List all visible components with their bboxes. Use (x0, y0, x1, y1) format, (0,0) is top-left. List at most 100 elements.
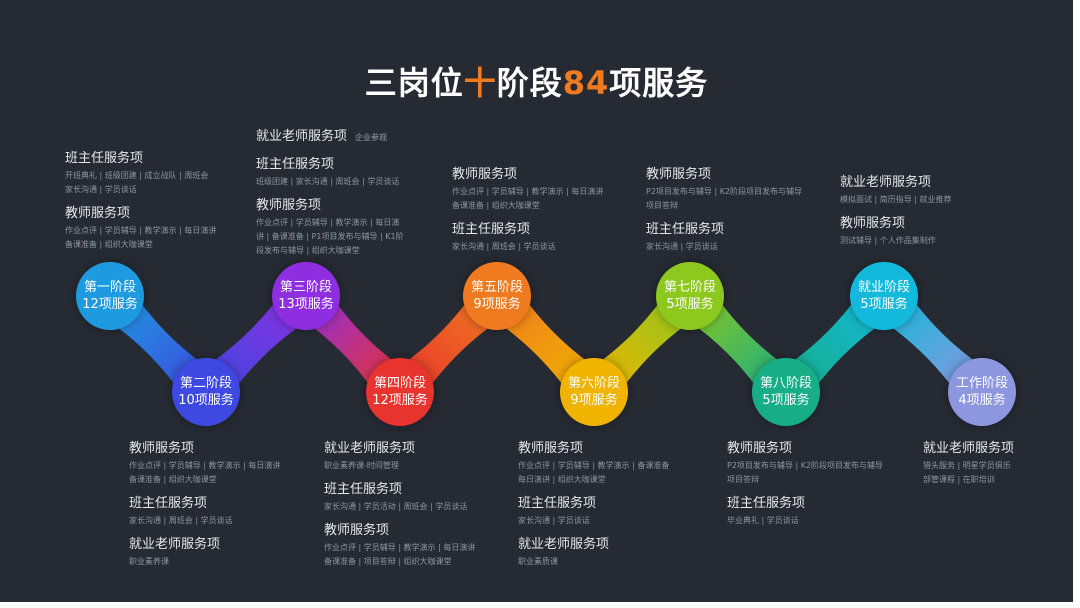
service-block-1: 班主任服务项开班典礼 | 班级团建 | 成立战队 | 周班会家长沟通 | 学员谈… (65, 150, 250, 260)
stage-count: 4项服务 (958, 393, 1006, 408)
service-block-4: 就业老师服务项职业素养课-时间管理班主任服务项家长沟通 | 学员活动 | 周班会… (324, 440, 509, 577)
service-group-title: 教师服务项 (840, 216, 906, 231)
service-items: 班级团建 | 家长沟通 | 周班会 | 学员谈话 (256, 177, 400, 186)
service-block-6: 教师服务项作业点评 | 学员辅导 | 教学演示 | 备课准备每日演讲 | 组织大… (518, 440, 703, 577)
service-group-title: 就业老师服务项 (840, 175, 932, 190)
stage-count: 9项服务 (570, 393, 618, 408)
service-items: P2项目发布与辅导 | K2阶段项目发布与辅导 (646, 187, 803, 196)
service-group: 就业老师服务项职业素养课-时间管理 (324, 440, 509, 472)
title-part-1: 三岗位 (364, 64, 464, 102)
service-group: 教师服务项作业点评 | 学员辅导 | 教学演示 | 每日演讲备课准备 | 组织大… (452, 166, 637, 212)
service-group: 班主任服务项毕业典礼 | 学员谈话 (727, 495, 912, 527)
service-group: 教师服务项作业点评 | 学员辅导 | 教学演示 | 备课准备每日演讲 | 组织大… (518, 440, 703, 486)
stage-name: 第八阶段 (759, 376, 812, 391)
stage-count: 5项服务 (666, 297, 714, 312)
service-group: 教师服务项 P2项目发布与辅导 | K2阶段项目发布与辅导项目答辩 (646, 166, 831, 212)
service-items: 项目答辩 (727, 475, 759, 484)
title-part-3: 项服务 (609, 64, 709, 102)
stage-name: 第五阶段 (470, 280, 523, 295)
service-items: 职业素养课 (129, 557, 169, 566)
service-group: 班主任服务项家长沟通 | 周班会 | 学员谈话 (452, 221, 637, 253)
service-group: 班主任服务项家长沟通 | 学员谈话 (518, 495, 703, 527)
stage-count: 13项服务 (278, 297, 334, 312)
stage-node-2: 第二阶段 10项服务 (172, 358, 240, 426)
service-group: 班主任服务项家长沟通 | 学员谈话 (646, 221, 831, 253)
service-block-7: 教师服务项 P2项目发布与辅导 | K2阶段项目发布与辅导项目答辩班主任服务项家长… (646, 166, 831, 262)
service-items: 备课准备 | 组织大咖课堂 (129, 475, 217, 484)
service-group-title: 班主任服务项 (129, 496, 208, 511)
service-group-title: 班主任服务项 (518, 496, 597, 511)
service-group-title: 教师服务项 (129, 441, 195, 456)
service-group-title: 班主任服务项 (65, 151, 144, 166)
service-group-title: 教师服务项 (452, 167, 518, 182)
service-items: 备课准备 | 组织大咖课堂 (65, 240, 153, 249)
service-group: 教师服务项作业点评 | 学员辅导 | 教学演示 | 每日演讲备课准备 | 项目答… (324, 522, 509, 568)
service-block-5: 教师服务项作业点评 | 学员辅导 | 教学演示 | 每日演讲备课准备 | 组织大… (452, 166, 637, 262)
stage-count: 5项服务 (860, 297, 908, 312)
stage-node-4: 第四阶段 12项服务 (366, 358, 434, 426)
stage-name: 第六阶段 (567, 376, 620, 391)
service-items: 模拟面试 | 简历指导 | 就业推荐 (840, 195, 952, 204)
service-items: 家长沟通 | 学员谈话 (646, 242, 718, 251)
service-items: 作业点评 | 学员辅导 | 教学演示 | 每日演讲 (452, 187, 604, 196)
service-group-title: 就业老师服务项 (324, 441, 416, 456)
service-group-title: 教师服务项 (646, 167, 712, 182)
service-items: 毕业典礼 | 学员谈话 (727, 516, 799, 525)
service-block-10: 就业老师服务项猎头服务 | 明星学员俱乐部管课程 | 在职培训 (923, 440, 1073, 495)
service-group: 教师服务项作业点评 | 学员辅导 | 教学演示 | 每日演讲备课准备 | 组织大… (65, 205, 250, 251)
service-items: 作业点评 | 学员辅导 | 教学演示 | 每日演讲 (129, 461, 281, 470)
service-group: 就业老师服务项职业素养课 (129, 536, 314, 568)
service-group: 班主任服务项班级团建 | 家长沟通 | 周班会 | 学员谈话 (256, 156, 441, 188)
title-number: 84 (562, 64, 610, 102)
stage-node-10: 工作阶段 4项服务 (948, 358, 1016, 426)
stage-name: 工作阶段 (955, 376, 1008, 391)
service-items: 作业点评 | 学员辅导 | 教学演示 | 每日演 (256, 218, 400, 227)
service-group: 就业老师服务项职业素质课 (518, 536, 703, 568)
service-group-title: 就业老师服务项企业参观 (256, 129, 388, 144)
stage-count: 9项服务 (473, 297, 521, 312)
stage-node-5: 第五阶段 9项服务 (463, 262, 531, 330)
stage-count: 10项服务 (178, 393, 234, 408)
page-title: 三岗位十阶段84项服务 (0, 58, 1073, 104)
stage-name: 第四阶段 (373, 376, 426, 391)
stage-name: 第七阶段 (663, 280, 716, 295)
service-items: 部管课程 | 在职培训 (923, 475, 995, 484)
title-highlight: 十 (463, 64, 497, 102)
service-group-title: 教师服务项 (324, 523, 390, 538)
stage-node-3: 第三阶段 13项服务 (272, 262, 340, 330)
stage-node-7: 第七阶段 5项服务 (656, 262, 724, 330)
service-group: 教师服务项 P2项目发布与辅导 | K2阶段项目发布与辅导项目答辩 (727, 440, 912, 486)
service-block-3: 就业老师服务项企业参观班主任服务项班级团建 | 家长沟通 | 周班会 | 学员谈… (256, 128, 441, 266)
service-group: 就业老师服务项猎头服务 | 明星学员俱乐部管课程 | 在职培训 (923, 440, 1073, 486)
service-group: 教师服务项作业点评 | 学员辅导 | 教学演示 | 每日演讲 | 备课准备 | … (256, 197, 441, 257)
service-items: 家长沟通 | 学员谈话 (65, 185, 137, 194)
service-items: 段发布与辅导 | 组织大咖课堂 (256, 246, 360, 255)
service-group-title: 教师服务项 (518, 441, 584, 456)
title-part-2: 阶段 (496, 64, 563, 102)
stage-name: 第一阶段 (83, 280, 136, 295)
service-items: 项目答辩 (646, 201, 678, 210)
stage-count: 5项服务 (762, 393, 810, 408)
service-items: 家长沟通 | 学员活动 | 周班会 | 学员谈话 (324, 502, 468, 511)
stage-node-8: 第八阶段 5项服务 (752, 358, 820, 426)
service-group-title: 班主任服务项 (452, 222, 531, 237)
service-items: 猎头服务 | 明星学员俱乐 (923, 461, 1011, 470)
service-group-title: 教师服务项 (65, 206, 131, 221)
service-group-title: 班主任服务项 (727, 496, 806, 511)
stage-name: 第二阶段 (179, 376, 232, 391)
service-items: 作业点评 | 学员辅导 | 教学演示 | 每日演讲 (65, 226, 217, 235)
service-block-9: 就业老师服务项模拟面试 | 简历指导 | 就业推荐教师服务项测试辅导 | 个人作… (840, 174, 1025, 256)
service-group: 班主任服务项开班典礼 | 班级团建 | 成立战队 | 周班会家长沟通 | 学员谈… (65, 150, 250, 196)
service-items: 职业素质课 (518, 557, 558, 566)
service-items: 讲 | 备课准备 | P1项目发布与辅导 | K1阶 (256, 232, 404, 241)
service-items: 测试辅导 | 个人作品集制作 (840, 236, 936, 245)
stage-name: 第三阶段 (279, 280, 332, 295)
stage-count: 12项服务 (372, 393, 428, 408)
service-items: P2项目发布与辅导 | K2阶段项目发布与辅导 (727, 461, 884, 470)
service-group: 就业老师服务项企业参观 (256, 128, 441, 147)
service-group-title: 教师服务项 (727, 441, 793, 456)
service-items: 家长沟通 | 周班会 | 学员谈话 (452, 242, 556, 251)
